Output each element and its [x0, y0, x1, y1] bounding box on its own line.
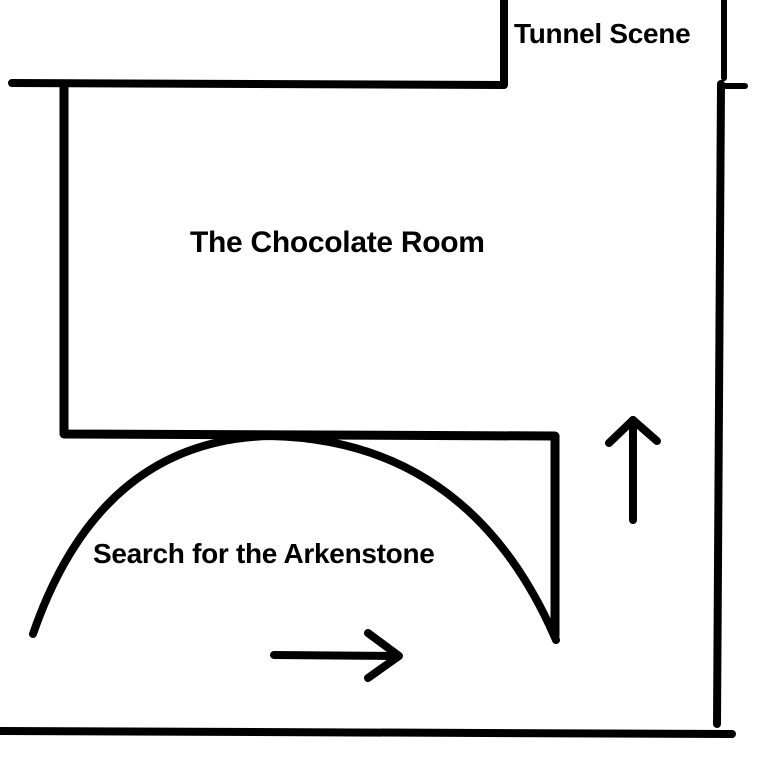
arkenstone-label: Search for the Arkenstone [93, 538, 435, 569]
chocolate-room-label: The Chocolate Room [190, 226, 485, 259]
tunnel-scene-label: Tunnel Scene [514, 18, 691, 49]
up-arrow-icon [605, 416, 661, 524]
bottom-wall [0, 727, 736, 738]
arkenstone-arch [29, 432, 560, 644]
top-wall [8, 0, 508, 89]
right-outer-wall [713, 80, 725, 728]
right-arrow-icon [270, 629, 403, 682]
